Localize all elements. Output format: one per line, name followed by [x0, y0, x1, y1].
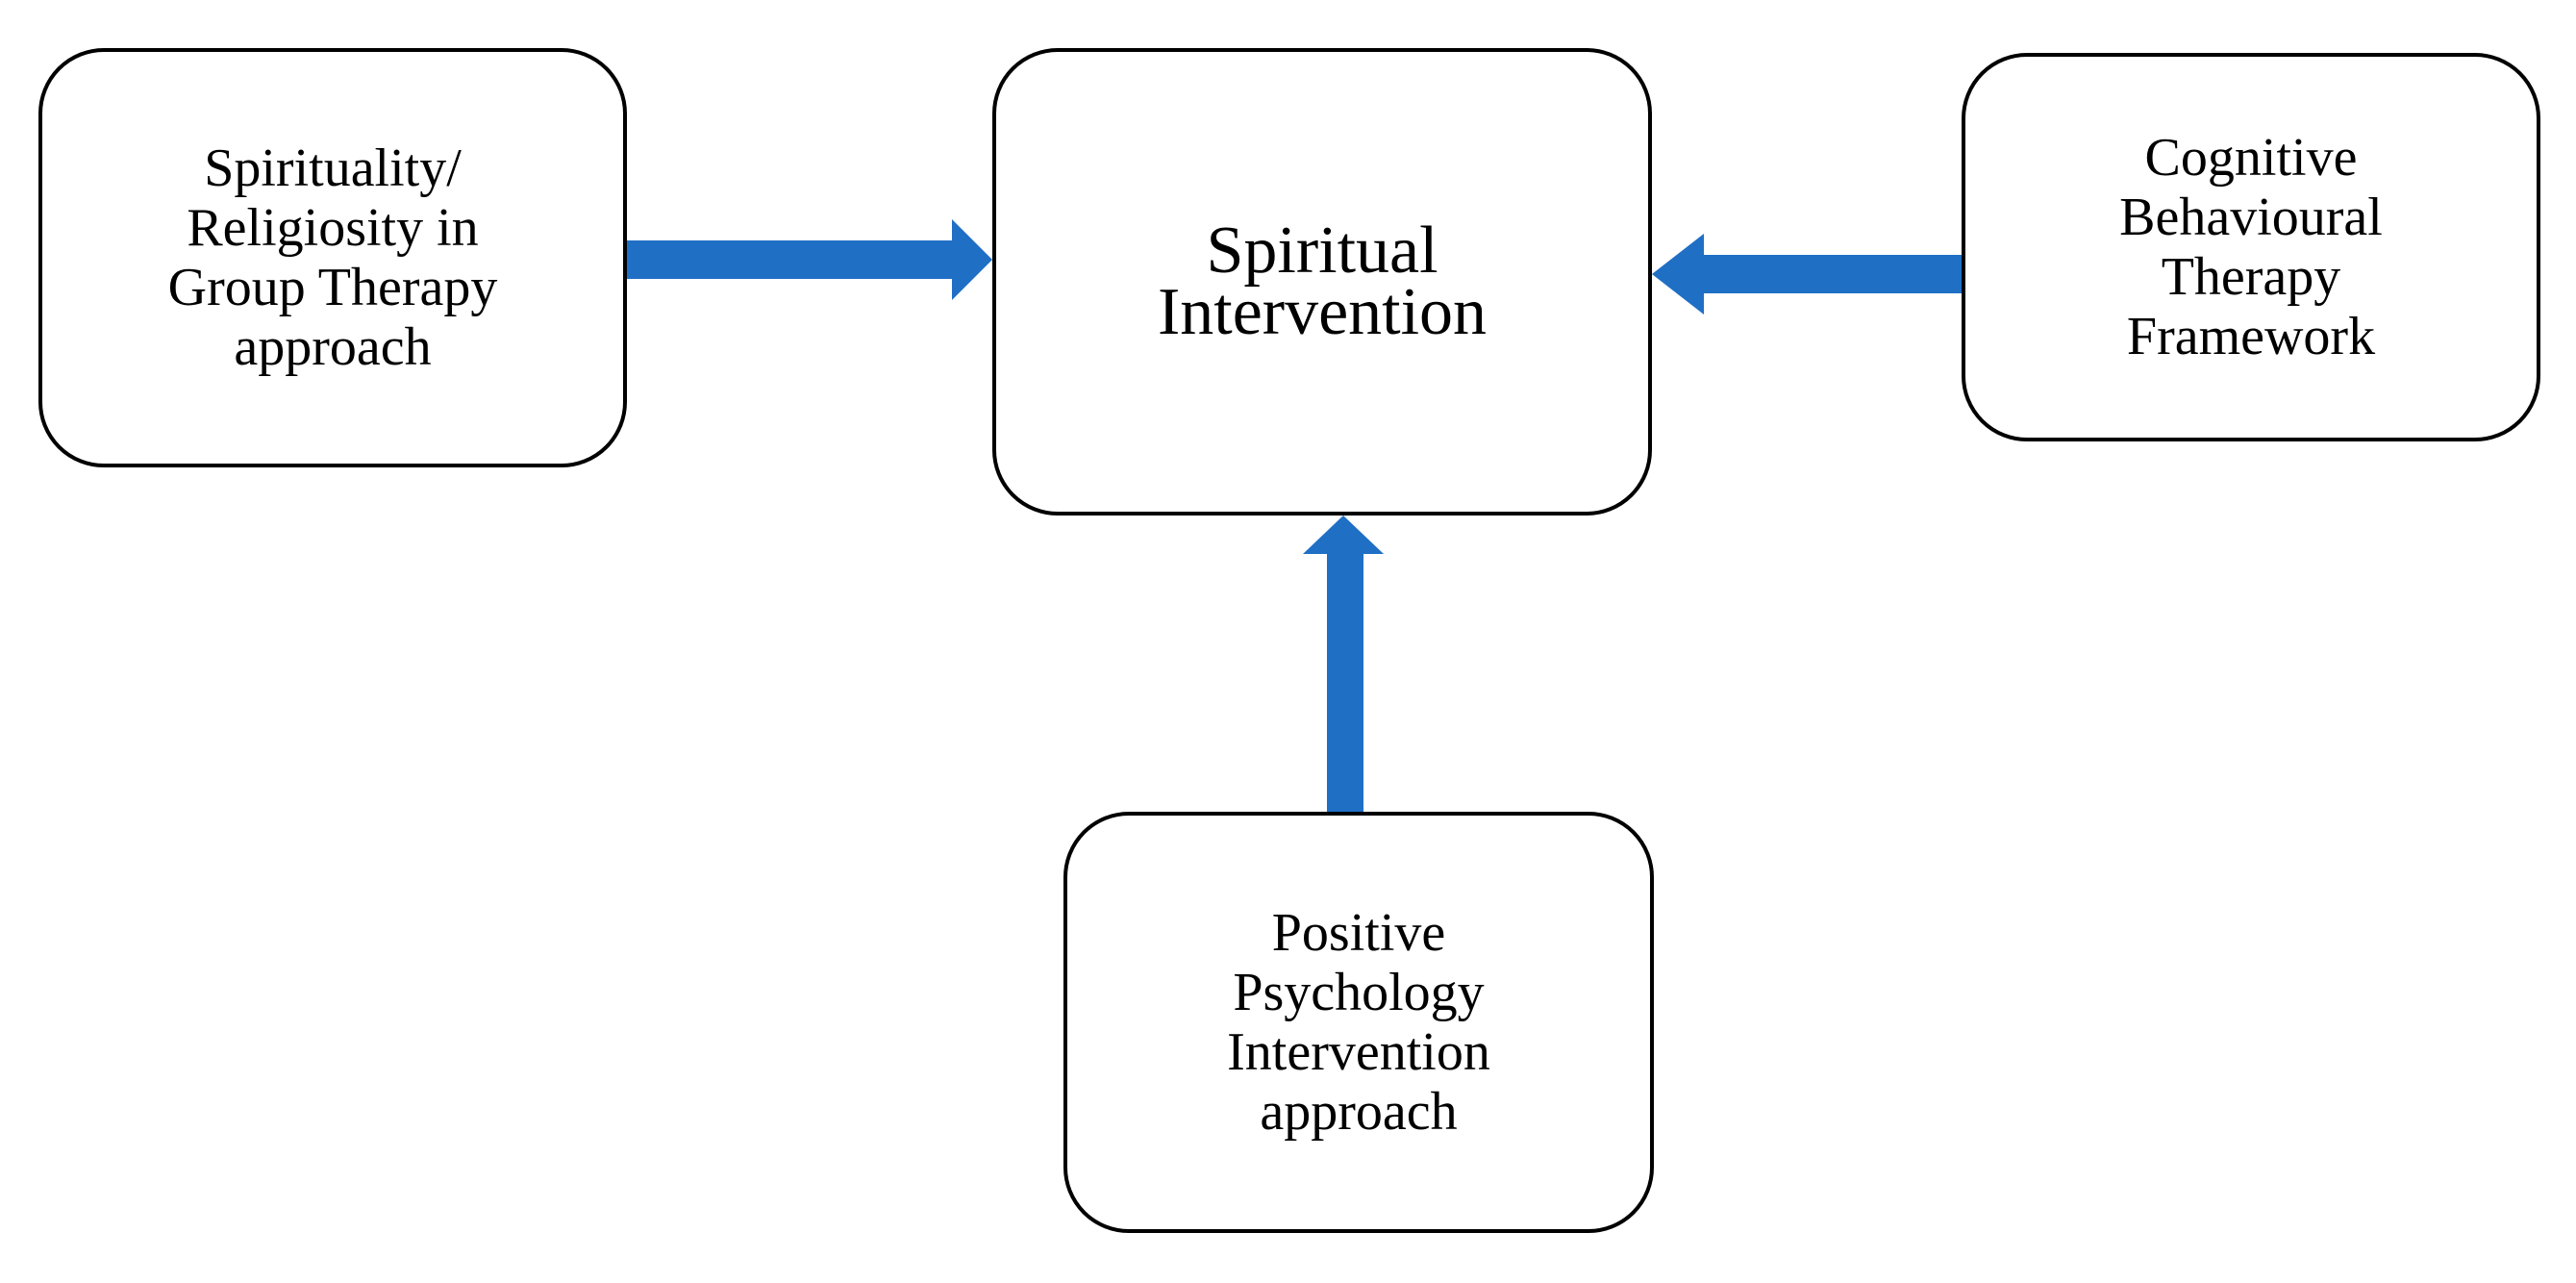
spiritual-intervention-box: Spiritual Intervention [992, 48, 1652, 516]
spirituality-group-therapy-label: Spirituality/ Religiosity in Group Thera… [167, 138, 498, 377]
arrow-bottom-to-center [1303, 516, 1384, 813]
cognitive-behavioural-therapy-box: Cognitive Behavioural Therapy Framework [1962, 53, 2540, 441]
arrow-right-to-center [1652, 234, 1966, 314]
positive-psychology-label: Positive Psychology Intervention approac… [1227, 903, 1490, 1142]
spirituality-group-therapy-box: Spirituality/ Religiosity in Group Thera… [38, 48, 627, 467]
spiritual-intervention-label: Spiritual Intervention [1157, 214, 1488, 349]
positive-psychology-box: Positive Psychology Intervention approac… [1063, 812, 1654, 1233]
cognitive-behavioural-therapy-label: Cognitive Behavioural Therapy Framework [2119, 128, 2383, 366]
arrow-left-to-center [625, 219, 992, 300]
